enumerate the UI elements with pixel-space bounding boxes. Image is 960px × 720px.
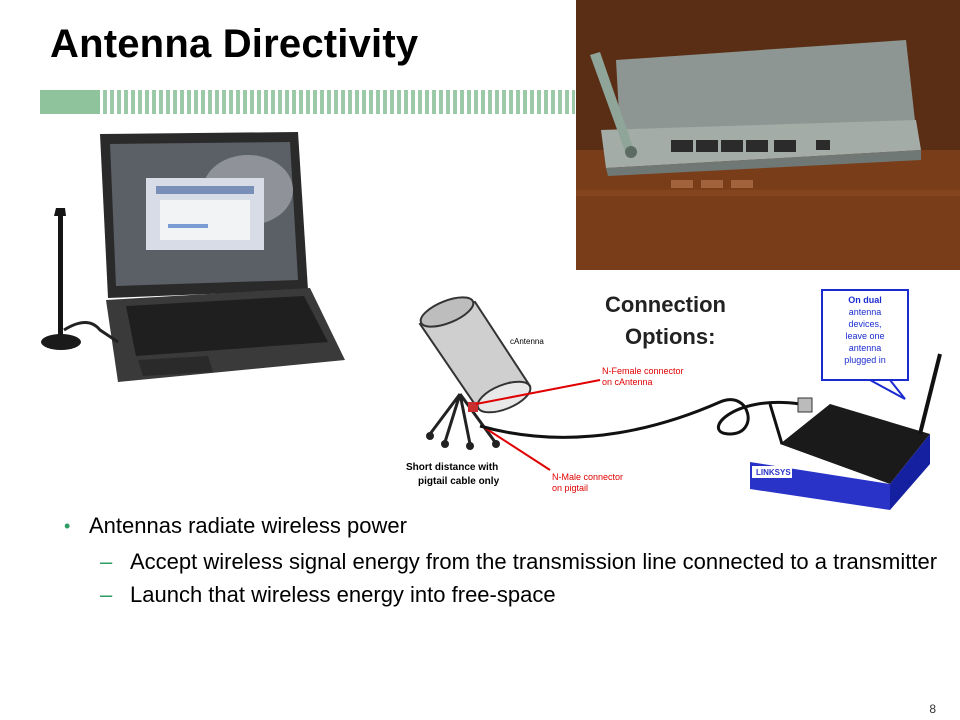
cantenna-label: cAntenna	[510, 337, 544, 346]
bullet-item: • Antennas radiate wireless power	[64, 510, 944, 542]
connection-options-diagram: cAntenna Connection Options: N-Female co…	[400, 284, 950, 514]
pigtail-cable	[479, 398, 801, 439]
router-with-antenna-photo	[576, 0, 960, 270]
callout-line2: antenna	[849, 307, 882, 317]
bullet-dot-icon: •	[64, 516, 71, 536]
callout-line3: devices,	[848, 319, 881, 329]
cantenna-illustration	[418, 296, 532, 450]
bullet-list: • Antennas radiate wireless power – Acce…	[64, 510, 944, 608]
dual-antenna-callout: On dual antenna devices, leave one anten…	[821, 289, 909, 400]
laptop-with-antenna-photo	[8, 120, 345, 402]
sub-bullet-text: Launch that wireless energy into free-sp…	[130, 582, 556, 607]
sub-bullet-text: Accept wireless signal energy from the t…	[130, 549, 938, 574]
male-connector-label-2: on pigtail	[552, 483, 588, 493]
stripe-solid-block	[40, 90, 100, 114]
linksys-router-illustration: LINKSYS	[750, 353, 942, 510]
router-brand-label: LINKSYS	[756, 468, 791, 477]
callout-line5: antenna	[849, 343, 882, 353]
title-decorative-stripe	[40, 90, 575, 114]
callout-line4: leave one	[845, 331, 884, 341]
female-connector-label-1: N-Female connector	[602, 366, 684, 376]
short-distance-label-2: pigtail cable only	[418, 476, 500, 487]
sub-bullet-dash-icon: –	[100, 549, 113, 574]
callout-line6: plugged in	[844, 355, 886, 365]
sub-bullet-dash-icon: –	[100, 582, 113, 607]
slide-title: Antenna Directivity	[50, 22, 419, 66]
sub-bullet-item: – Launch that wireless energy into free-…	[64, 581, 944, 608]
sub-bullet-item: – Accept wireless signal energy from the…	[64, 548, 944, 575]
female-connector-label-2: on cAntenna	[602, 377, 653, 387]
callout-line1: On dual	[848, 295, 882, 305]
diagram-heading-line1: Connection	[605, 292, 726, 317]
male-connector-label-1: N-Male connector	[552, 472, 623, 482]
diagram-heading-line2: Options:	[625, 324, 715, 349]
short-distance-label-1: Short distance with	[406, 462, 498, 473]
bullet-text: Antennas radiate wireless power	[89, 513, 407, 538]
page-number: 8	[929, 702, 936, 716]
